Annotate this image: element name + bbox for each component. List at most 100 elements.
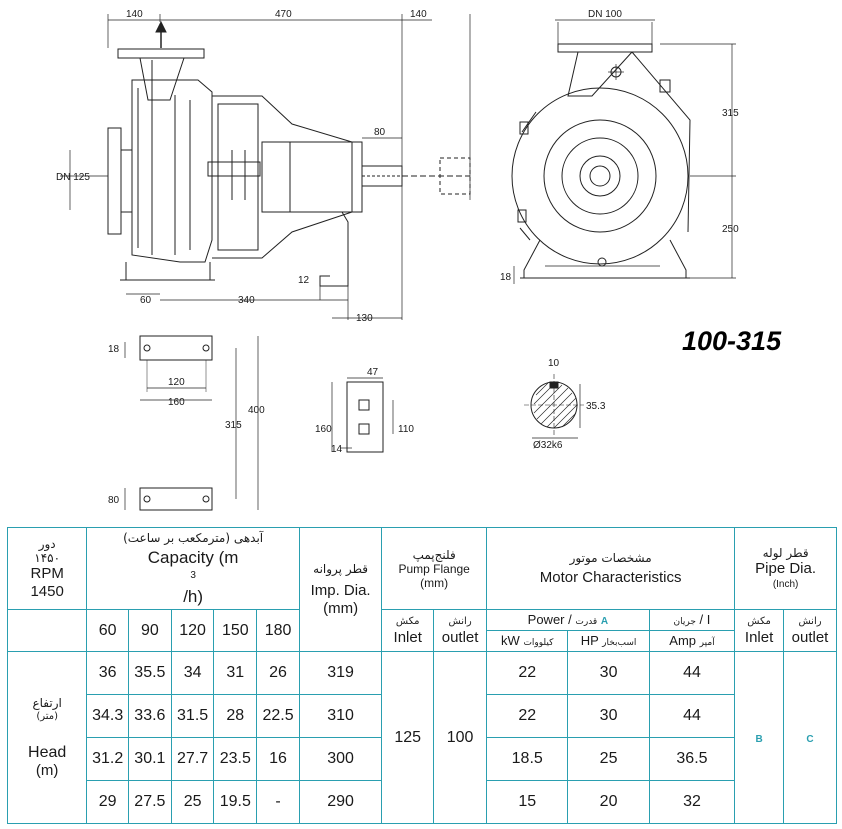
rpm-label: RPM [30,564,64,582]
dim-text: 80 [108,495,120,506]
flange-en: Pump Flange [398,561,470,576]
kw-cell: 18.5 [486,737,569,781]
dim-text: DN 125 [56,172,90,183]
pipe-unit: (Inch) [772,578,799,590]
dim-text: 140 [126,9,143,20]
imp-en: Imp. Dia. [310,581,371,599]
capacity-120: 120 [170,609,215,652]
head-cell: 22.5 [256,694,300,738]
hp-cell: 30 [567,694,650,738]
pipe-header-cell: قطر لوله Pipe Dia. (Inch) [734,527,837,610]
kw-cell: 22 [486,651,569,695]
pipe-inlet-cell: B [734,651,785,824]
dim-text: 12 [298,275,310,286]
dim-text: 470 [275,9,292,20]
amp-cell: 44 [648,651,736,695]
dim-text: 250 [722,224,739,235]
dim-text: 315 [722,108,739,119]
imp-cell: 310 [298,694,383,738]
head-cell: 31.5 [170,694,215,738]
motor-fa: مشخصات موتور [569,550,652,565]
head-cell: 31.2 [86,737,130,781]
pipe-fa: قطر لوله [762,545,809,560]
amp-cell: 44 [648,694,736,738]
head-cell: 36 [86,651,130,695]
table-subheader-row: 60 90 120 150 180 مکش Inlet رانش outlet … [6,609,837,652]
table-row: 31.2 30.1 27.7 23.5 16 300 18.5 25 36.5 [8,737,837,781]
head-cell: 27.5 [128,780,172,824]
head-cell: 31 [213,651,258,695]
rpm-sub-cell [6,609,88,652]
flange-outlet-cell: 100 [433,651,488,824]
table-row: ارتفاع (متر) Head (m) 36 35.5 34 31 26 3… [6,651,837,824]
head-cell: 35.5 [128,651,172,695]
flange-header-cell: فلنج‌پمپ Pump Flange (mm) [381,527,488,610]
table-header-row: دور ۱۴۵۰ RPM 1450 آبدهی (مترمکعب بر ساعت… [6,527,837,652]
capacity-90: 90 [128,609,172,652]
dim-text: DN 100 [588,9,622,20]
head-cell: 33.6 [128,694,172,738]
imp-cell: 300 [298,737,383,781]
model-number: 100-315 [682,326,782,356]
dim-text: 47 [367,367,379,378]
head-cell: 28 [213,694,258,738]
pipe-en: Pipe Dia. [755,559,817,577]
dim-text: Ø32k6 [533,440,563,451]
dim-text: 160 [168,397,185,408]
dim-text: 120 [168,377,185,388]
rpm-fa: دور [38,536,56,551]
flange-outlet-header: رانش outlet [433,609,488,652]
imp-cell: 290 [298,780,383,824]
head-cell: 27.7 [170,737,215,781]
motor-en: Motor Characteristics [539,568,682,586]
dim-text: 315 [225,420,242,431]
dim-text: 400 [248,405,265,416]
head-cell: 30.1 [128,737,172,781]
imp-header-cell: قطر پروانه Imp. Dia. (mm) [298,527,383,652]
pipe-inlet-header: مکش Inlet [734,609,785,652]
dim-text: 18 [108,344,120,355]
dim-text: 140 [410,9,427,20]
table-row: 29 27.5 25 19.5 - 290 15 20 32 [8,780,837,824]
capacity-fa: آبدهی (مترمکعب بر ساعت) [123,530,264,545]
flange-fa: فلنج‌پمپ [412,547,456,562]
flange-inlet-header: مکش Inlet [381,609,435,652]
dim-text: 340 [238,295,255,306]
dim-text: 60 [140,295,152,306]
imp-cell: 319 [298,651,383,695]
imp-unit: (mm) [323,599,359,617]
head-cell: - [256,780,300,824]
pipe-outlet-cell: C [783,651,837,824]
dim-text: 160 [315,424,332,435]
table-row: 34.3 33.6 31.5 28 22.5 310 22 30 44 [8,694,837,738]
hp-cell: 20 [567,780,650,824]
dim-text: 18 [500,272,512,283]
head-cell: 34 [170,651,215,695]
head-cell: 16 [256,737,300,781]
dim-text: 80 [374,127,386,138]
amp-cell: 36.5 [648,737,736,781]
head-cell: 29 [86,780,130,824]
hp-cell: 25 [567,737,650,781]
technical-drawing: 140 470 140 DN 125 80 12 60 340 130 DN 1… [56,9,739,511]
imp-fa: قطر پروانه [313,561,369,576]
flange-inlet-cell: 125 [381,651,435,824]
current-header: جریان / I Amp آمپر [648,609,736,652]
kw-cell: 15 [486,780,569,824]
amp-cell: 32 [648,780,736,824]
spec-table: دور ۱۴۵۰ RPM 1450 آبدهی (مترمکعب بر ساعت… [6,527,837,824]
head-cell: 34.3 [86,694,130,738]
head-cell: 23.5 [213,737,258,781]
dim-text: 10 [548,358,560,369]
capacity-180: 180 [256,609,300,652]
hp-cell: 30 [567,651,650,695]
kw-cell: 22 [486,694,569,738]
dim-text: 110 [398,424,414,435]
dim-text: 14 [331,444,343,455]
head-cell: 19.5 [213,780,258,824]
capacity-60: 60 [86,609,130,652]
pipe-outlet-header: رانش outlet [783,609,837,652]
dim-text: 130 [356,313,373,324]
power-header: Power / قدرت A kW کیلووات HP اسب‌بخار [486,609,650,652]
